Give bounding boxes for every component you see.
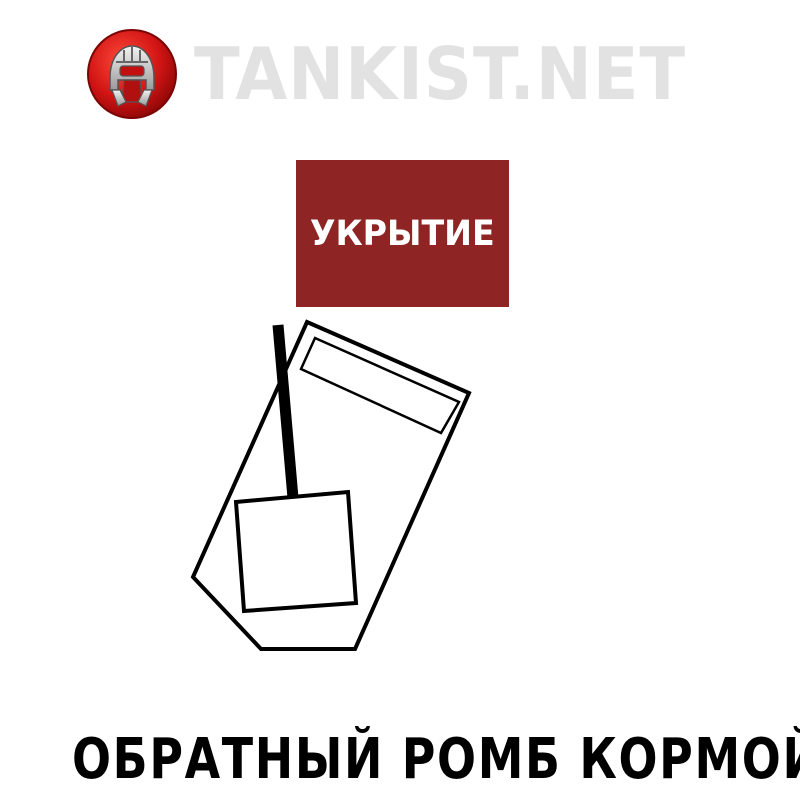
tank-turret — [233, 489, 359, 614]
tank-rear-plate — [299, 336, 461, 435]
tank-gun-barrel — [272, 324, 299, 499]
tank-helmet-icon — [87, 29, 177, 119]
site-logo[interactable]: TANKIST.NET — [86, 26, 716, 122]
logo-text: TANKIST.NET — [194, 32, 686, 116]
cover-sign-label: УКРЫТИЕ — [310, 213, 495, 254]
cover-sign: УКРЫТИЕ — [296, 160, 509, 307]
caption-title: ОБРАТНЫЙ РОМБ КОРМОЙ — [72, 727, 800, 792]
tank-hull — [190, 319, 472, 651]
